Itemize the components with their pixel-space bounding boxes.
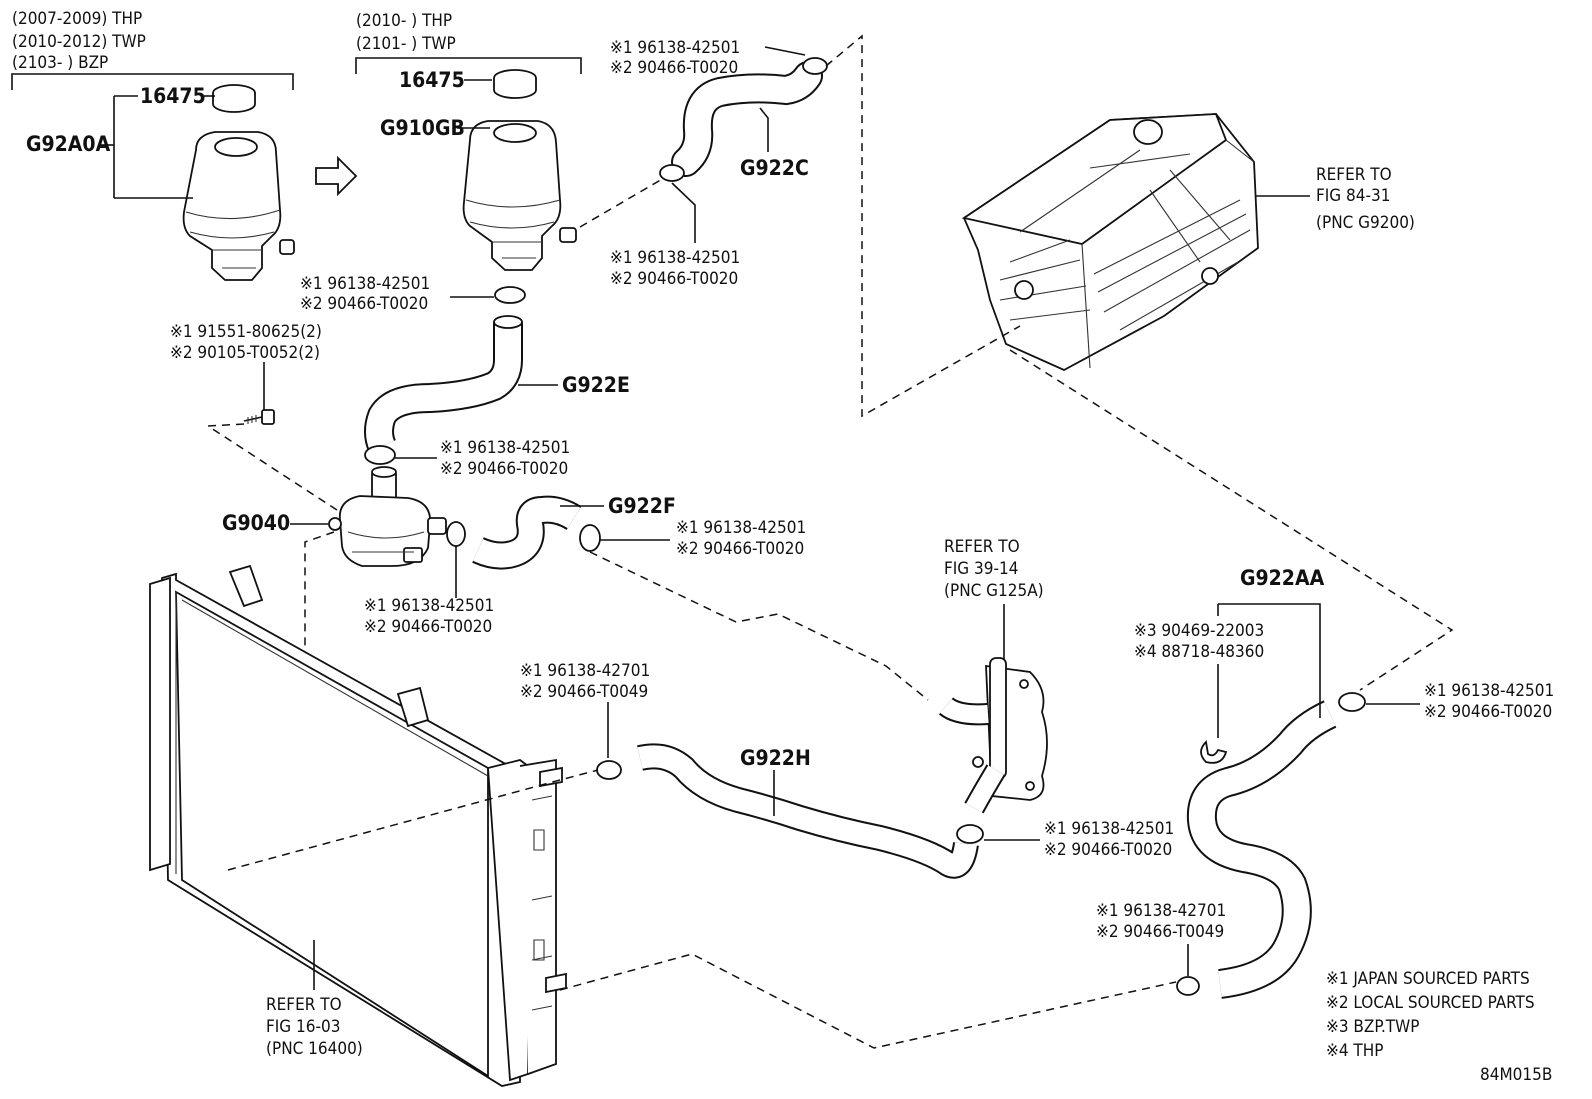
variant-left-2: (2010-2012) TWP xyxy=(12,32,146,52)
guide-line-c xyxy=(579,177,665,228)
pnc-hose-h: G922H xyxy=(740,746,811,770)
hose-g922h xyxy=(596,743,984,879)
variant-mid-bracket xyxy=(355,57,582,74)
clamp-tank-1: ※1 96138-42501 xyxy=(300,274,430,294)
clamp-h-right-1: ※1 96138-42501 xyxy=(1044,819,1174,839)
pnc-cap-left: 16475 xyxy=(140,84,206,108)
clamp-pump-inlet xyxy=(364,445,396,465)
radiator xyxy=(149,564,567,1087)
figure-id: 84M015B xyxy=(1480,1065,1552,1085)
callout-radiator: REFER TO FIG 16-03 (PNC 16400) xyxy=(266,940,363,1059)
clamp-aa-bot-2: ※2 90466-T0049 xyxy=(1096,922,1224,942)
legend-item-1: ※1 JAPAN SOURCED PARTS xyxy=(1326,969,1530,989)
pnc-hose-f: G922F xyxy=(608,494,676,518)
pnc-tank-left: G92A0A xyxy=(26,132,111,156)
callout-g922aa: G922AA ※3 90469-22003 ※4 88718-48360 ※1 … xyxy=(1096,566,1554,976)
pnc-pump: G9040 xyxy=(222,511,290,535)
ref-fig39-3: (PNC G125A) xyxy=(944,581,1044,601)
clamp-c-top-2: ※2 90466-T0020 xyxy=(610,58,738,78)
reservoir-tank-mid xyxy=(462,69,577,271)
variant-header-mid: (2010- ) THP (2101- ) TWP xyxy=(355,11,582,74)
pnc-hose-e: G922E xyxy=(562,373,630,397)
guide-line-inverter-right xyxy=(1009,349,1454,691)
pnc-hose-aa: G922AA xyxy=(1240,566,1325,590)
callout-g922f: G922F ※1 96138-42501 ※2 90466-T0020 xyxy=(560,494,806,559)
bolt-icon xyxy=(243,409,275,425)
ref-radiator-2: FIG 16-03 xyxy=(266,1017,340,1037)
clamp-aa-top-2: ※2 90466-T0020 xyxy=(1424,702,1552,722)
hose-g922aa xyxy=(1176,692,1366,999)
clamp-pump-outlet xyxy=(446,521,466,547)
callout-g922h: G922H ※1 96138-42701 ※2 90466-T0049 ※1 9… xyxy=(520,661,1174,860)
ref-fig39-1: REFER TO xyxy=(944,537,1020,557)
variant-left-3: (2103- ) BZP xyxy=(12,53,108,73)
variant-left-bracket xyxy=(11,73,294,90)
hose-g922c xyxy=(659,57,828,182)
pnc-tank-mid: G910GB xyxy=(380,116,465,140)
legend: ※1 JAPAN SOURCED PARTS ※2 LOCAL SOURCED … xyxy=(1326,969,1535,1061)
ref-inverter-1: REFER TO xyxy=(1316,165,1392,185)
clamp-c-top-1: ※1 96138-42501 xyxy=(610,38,740,58)
variant-mid-1: (2010- ) THP xyxy=(356,11,452,31)
ref-inverter-3: (PNC G9200) xyxy=(1316,213,1415,233)
callout-bolt: ※1 91551-80625(2) ※2 90105-T0052(2) xyxy=(170,322,322,425)
clamp-pump-out-2: ※2 90466-T0020 xyxy=(364,617,492,637)
reservoir-tank-left xyxy=(182,84,295,281)
variant-left-1: (2007-2009) THP xyxy=(12,9,142,29)
ref-radiator-1: REFER TO xyxy=(266,995,342,1015)
clamp-h-right-2: ※2 90466-T0020 xyxy=(1044,840,1172,860)
hose-g922e xyxy=(364,315,523,452)
clamp-h-left-2: ※2 90466-T0049 xyxy=(520,682,648,702)
bolt-part-1: ※1 91551-80625(2) xyxy=(170,322,322,342)
guide-line-f xyxy=(589,551,929,701)
pnc-cap-mid: 16475 xyxy=(399,68,465,92)
guide-line-radiator-upper xyxy=(227,769,599,871)
callout-clamp-pump-inlet: ※1 96138-42501 ※2 90466-T0020 xyxy=(395,438,570,479)
clamp-c-bot-1: ※1 96138-42501 xyxy=(610,248,740,268)
clamp-aa-bot-1: ※1 96138-42701 xyxy=(1096,901,1226,921)
callout-cap-left: 16475 G92A0A xyxy=(26,84,215,199)
ref-inverter-2: FIG 84-31 xyxy=(1316,186,1390,206)
legend-item-2: ※2 LOCAL SOURCED PARTS xyxy=(1326,993,1535,1013)
aa-part-2: ※4 88718-48360 xyxy=(1134,642,1264,662)
clamp-h-left-1: ※1 96138-42701 xyxy=(520,661,650,681)
variant-header-left: (2007-2009) THP (2010-2012) TWP (2103- )… xyxy=(11,9,294,90)
callout-pump: G9040 xyxy=(222,511,328,535)
ref-fig39-2: FIG 39-14 xyxy=(944,559,1018,579)
water-pump xyxy=(328,466,447,567)
hose-g922f xyxy=(472,495,601,570)
change-arrow-icon xyxy=(315,155,358,197)
clamp-c-bot-2: ※2 90466-T0020 xyxy=(610,269,738,289)
heat-exchanger-bracket xyxy=(938,657,1048,814)
clamp-pump-in-2: ※2 90466-T0020 xyxy=(440,459,568,479)
bolt-part-2: ※2 90105-T0052(2) xyxy=(170,343,320,363)
inverter-assembly xyxy=(961,113,1259,372)
variant-mid-2: (2101- ) TWP xyxy=(356,34,456,54)
clamp-f-2: ※2 90466-T0020 xyxy=(676,539,804,559)
clamp-f-1: ※1 96138-42501 xyxy=(676,518,806,538)
legend-item-4: ※4 THP xyxy=(1326,1041,1383,1061)
clamp-tank-2: ※2 90466-T0020 xyxy=(300,294,428,314)
clamp-pump-out-1: ※1 96138-42501 xyxy=(364,596,494,616)
callout-inverter: REFER TO FIG 84-31 (PNC G9200) xyxy=(1256,165,1415,233)
callout-cap-mid: 16475 G910GB xyxy=(380,68,492,140)
clamp-tank-outlet xyxy=(494,286,526,304)
aa-part-1: ※3 90469-22003 xyxy=(1134,621,1264,641)
ref-radiator-3: (PNC 16400) xyxy=(266,1039,363,1059)
callout-clamp-pump-outlet: ※1 96138-42501 ※2 90466-T0020 xyxy=(364,546,494,637)
callout-g922e: G922E xyxy=(518,373,630,397)
guide-line-radiator-lower xyxy=(559,953,1177,1049)
clamp-pump-in-1: ※1 96138-42501 xyxy=(440,438,570,458)
clamp-aa-top-1: ※1 96138-42501 xyxy=(1424,681,1554,701)
callout-clamp-tank: ※1 96138-42501 ※2 90466-T0020 xyxy=(300,274,494,314)
legend-item-3: ※3 BZP.TWP xyxy=(1326,1017,1419,1037)
pnc-hose-c: G922C xyxy=(740,156,809,180)
callout-g922c: ※1 96138-42501 ※2 90466-T0020 G922C ※1 9… xyxy=(610,38,809,289)
guide-line-bolt xyxy=(205,423,341,513)
callout-fig39: REFER TO FIG 39-14 (PNC G125A) xyxy=(944,537,1044,660)
